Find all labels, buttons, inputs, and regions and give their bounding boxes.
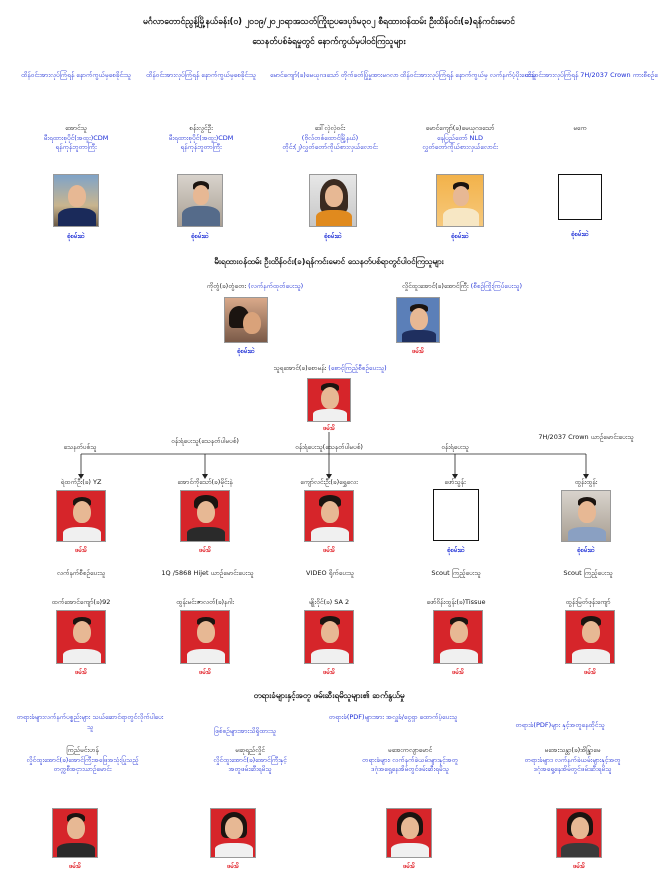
photo-bg-3 <box>309 174 357 227</box>
status-shooter-2: ဖမ်းမိ <box>199 547 211 554</box>
bg-role-5: ထိန်ဝင်းအားလုပ်ကြံရန် 7H/2037 Crown ကားစ… <box>525 71 658 79</box>
status-bottom-3: ဖမ်းမိ <box>403 863 415 870</box>
photo-middle-right <box>396 297 440 343</box>
photo-shooter-1 <box>56 490 106 542</box>
support-name-3: မျိုးဝိုင်(ခ) SA 2 <box>308 598 350 606</box>
photo-support-1 <box>56 610 106 664</box>
photo-bg-2 <box>177 174 223 227</box>
support-role-2: 1Q /5868 Hijet ယာဉ်မောင်းပေးသူ <box>161 569 254 577</box>
support-name-1: ထက်အောင်ကျော်(ခ)92 <box>51 598 111 606</box>
section-middle-title: မီးရထားဝန်ထမ်း ဦးထိန်ဝင်း(ခ)ရန်ကင်းမောင်… <box>214 257 444 266</box>
support-role-1: လက်နက်စီစဉ်ပေးသူ <box>56 569 106 577</box>
photo-bg-4 <box>436 174 484 227</box>
shooter-role-1: သေနတ်ပစ်သူ <box>63 443 97 451</box>
support-role-5: Scout ကြည့်ပေးသူ <box>563 569 613 577</box>
status-support-2: ဖမ်းမိ <box>199 669 211 676</box>
status-shooter-4: စုံစမ်းဆဲ <box>447 547 465 554</box>
photo-shooter-3 <box>304 490 354 542</box>
middle-center-name: သူရအောင်(ခ)စောမန်း (စောင့်ကြည့်စီစဉ်ပေးသ… <box>273 364 387 372</box>
shooter-role-4: ဝန်းရံပေးသူ <box>441 443 469 451</box>
status-middle-right: ဖမ်းမိ <box>412 348 424 355</box>
photo-shooter-4-placeholder <box>433 489 479 541</box>
status-bottom-2: ဖမ်းမိ <box>227 863 239 870</box>
bg-role-3: မောင်ကျော်(ခ)မေယုဂဒသော် တိုက်ခတ်ပြုံမှုအ… <box>270 71 399 79</box>
status-bg-1: စုံစမ်းဆဲ <box>67 233 85 240</box>
bottom-person-4-name: မအေးသန္တာ(ခ)အိန္ဒြာမေ တရားခံများ၊ လက်နက်… <box>524 746 621 773</box>
bottom-role-1: တရားခံများလက်နက်ပစ္စည်းများ သယ်ဆောင်ရာတွ… <box>16 713 164 731</box>
photo-shooter-2 <box>180 490 230 542</box>
photo-support-5 <box>565 610 615 664</box>
bottom-person-2-name: မဆုရည်လှိုင် လှိုင်ထူးအောင်(ခ)အောင်ကြီးန… <box>213 746 287 773</box>
bg-person-1-name: အောင်သူ မီးရထားစုပိုင်(အထူး)CDM ရန်ကုန်ဘ… <box>43 124 109 151</box>
photo-middle-center <box>307 378 351 422</box>
photo-support-4 <box>433 610 483 664</box>
bg-person-3-name: ဒေါ်လှဲလှဲဝင်း (ဗိုလ်တစ်ထောင်မြို့နယ်) တ… <box>282 124 378 151</box>
shooter-name-4: ဖော်သွန်း <box>444 478 466 486</box>
photo-bottom-2 <box>210 808 256 858</box>
bg-person-4-name: မောင်ကျော်(ခ)မေယုဂဒသော် နေပြည်တော် NLD လ… <box>422 124 498 151</box>
support-role-3: VIDEO ရိုက်ပေးသူ <box>306 569 354 577</box>
photo-bg-1 <box>53 174 99 227</box>
status-bg-3: စုံစမ်းဆဲ <box>324 233 342 240</box>
status-support-5: ဖမ်းမိ <box>584 669 596 676</box>
bottom-role-4: တရားခံ(PDF)များ နှင့်အတူနေထိုင်သူ <box>515 721 605 729</box>
status-middle-left: စုံစမ်းဆဲ <box>237 348 255 355</box>
page-title-line1: မင်္ဂလာတောင်ညွန့်မြို့နယ်ခန်း(၀) ၂၀၁၉/၂၀… <box>143 17 515 27</box>
support-name-4: ဖော်ဝိန်းထွန်း(ခ)Tissue <box>426 598 486 606</box>
photo-shooter-5 <box>561 490 611 542</box>
status-shooter-1: ဖမ်းမိ <box>75 547 87 554</box>
bottom-role-2: ဖြစ်စဉ်များအားသိရှိထားသူ <box>214 727 276 735</box>
status-support-3: ဖမ်းမိ <box>323 669 335 676</box>
support-role-4: Scout ကြည့်ပေးသူ <box>431 569 481 577</box>
status-bottom-1: ဖမ်းမိ <box>69 863 81 870</box>
photo-middle-left <box>224 297 268 343</box>
bg-role-4: ထိန်ဝင်းအားလုပ်ကြံရန် နောက်ကွယ်မှ လက်နက်… <box>400 71 537 79</box>
status-bottom-4: ဖမ်းမိ <box>573 863 585 870</box>
shooter-role-5: 7H/2037 Crown ယာဉ်မောင်းပေးသူ <box>538 433 634 441</box>
shooter-role-2: ဝန်းရံပေးသူ(သေနတ်ပါမပစ်) <box>171 437 239 445</box>
support-name-5: ထွန်းမြတ်ဖုန်းကျော် <box>565 598 611 606</box>
status-middle-center: ဖမ်းမိ <box>323 425 335 432</box>
support-name-2: ထွန်းမင်းဇာလတ်(ခ)နဂါး <box>176 598 234 606</box>
status-bg-5: စုံစမ်းဆဲ <box>571 231 589 238</box>
photo-bottom-4 <box>556 808 602 858</box>
shooter-name-1: ရဲထက်ဦး(ခ) YZ <box>60 478 102 486</box>
bg-role-2: ထိန်ဝင်းအားလုပ်ကြံရန် နောက်ကွယ်မှစေခိုင်… <box>146 71 256 79</box>
status-shooter-5: စုံစမ်းဆဲ <box>577 547 595 554</box>
bottom-person-3-name: မအေးကလျာမောင် တရားခံများ၊ လက်နက်ခဲယမ်းမျ… <box>361 746 459 773</box>
shooter-name-2: အောင်ကိုသော်(ခ)မိုင်းနဲ <box>177 478 233 486</box>
photo-support-2 <box>180 610 230 664</box>
shooter-name-3: ကျော်လင်းဦး(ခ)ရွှေလေး <box>300 478 358 486</box>
bottom-role-3: တရားခံ(PDF)များအား အလှူခံ/ငွေရှာ ထောက်ပံ… <box>328 713 458 721</box>
status-shooter-3: ဖမ်းမိ <box>323 547 335 554</box>
status-bg-4: စုံစမ်းဆဲ <box>451 233 469 240</box>
photo-bottom-3 <box>386 808 432 858</box>
photo-support-3 <box>304 610 354 664</box>
status-bg-2: စုံစမ်းဆဲ <box>191 233 209 240</box>
bg-person-5-name: မကေ <box>573 124 587 132</box>
section-bottom-title: တရားခံများနှင့်အတူ ဖမ်းဆီးရမိသူများ၏ ဆက်… <box>253 691 405 700</box>
shooter-role-3: ဝန်းရံပေးသူ(သေနတ်ပါမပစ်) <box>295 443 363 451</box>
status-support-1: ဖမ်းမိ <box>75 669 87 676</box>
page-title-line2: သေနတ်ပစ်ခံရမှုတွင် နောက်ကွယ်မှပါဝင်ကြသူမ… <box>252 37 406 47</box>
photo-bottom-1 <box>52 808 98 858</box>
middle-right-name: လှိုင်ထူးအောင်(ခ)အောင်ကြီး (စီစဉ်ကြိုးကြ… <box>401 282 523 290</box>
photo-bg-5-placeholder <box>558 174 602 220</box>
bg-person-2-name: စန်းလွင်ဦး မီးရထားစုပိုင်(အထူး)CDM ရန်ကု… <box>168 124 234 151</box>
middle-left-name: ကိုတွံ(ခ)တွံတေး (လက်နက်ထုတ်ပေးသူ) <box>206 282 304 290</box>
status-support-4: ဖမ်းမိ <box>452 669 464 676</box>
bottom-person-1-name: ကြည်မင်းဟန် လှိုင်ထူးအောင်(ခ)အောင်ကြီးအဖ… <box>26 746 139 773</box>
shooter-name-5: ထွန်းထွန်း <box>574 478 598 486</box>
bg-role-1: ထိန်ဝင်းအားလုပ်ကြံရန် နောက်ကွယ်မှစေခိုင်… <box>21 71 131 79</box>
